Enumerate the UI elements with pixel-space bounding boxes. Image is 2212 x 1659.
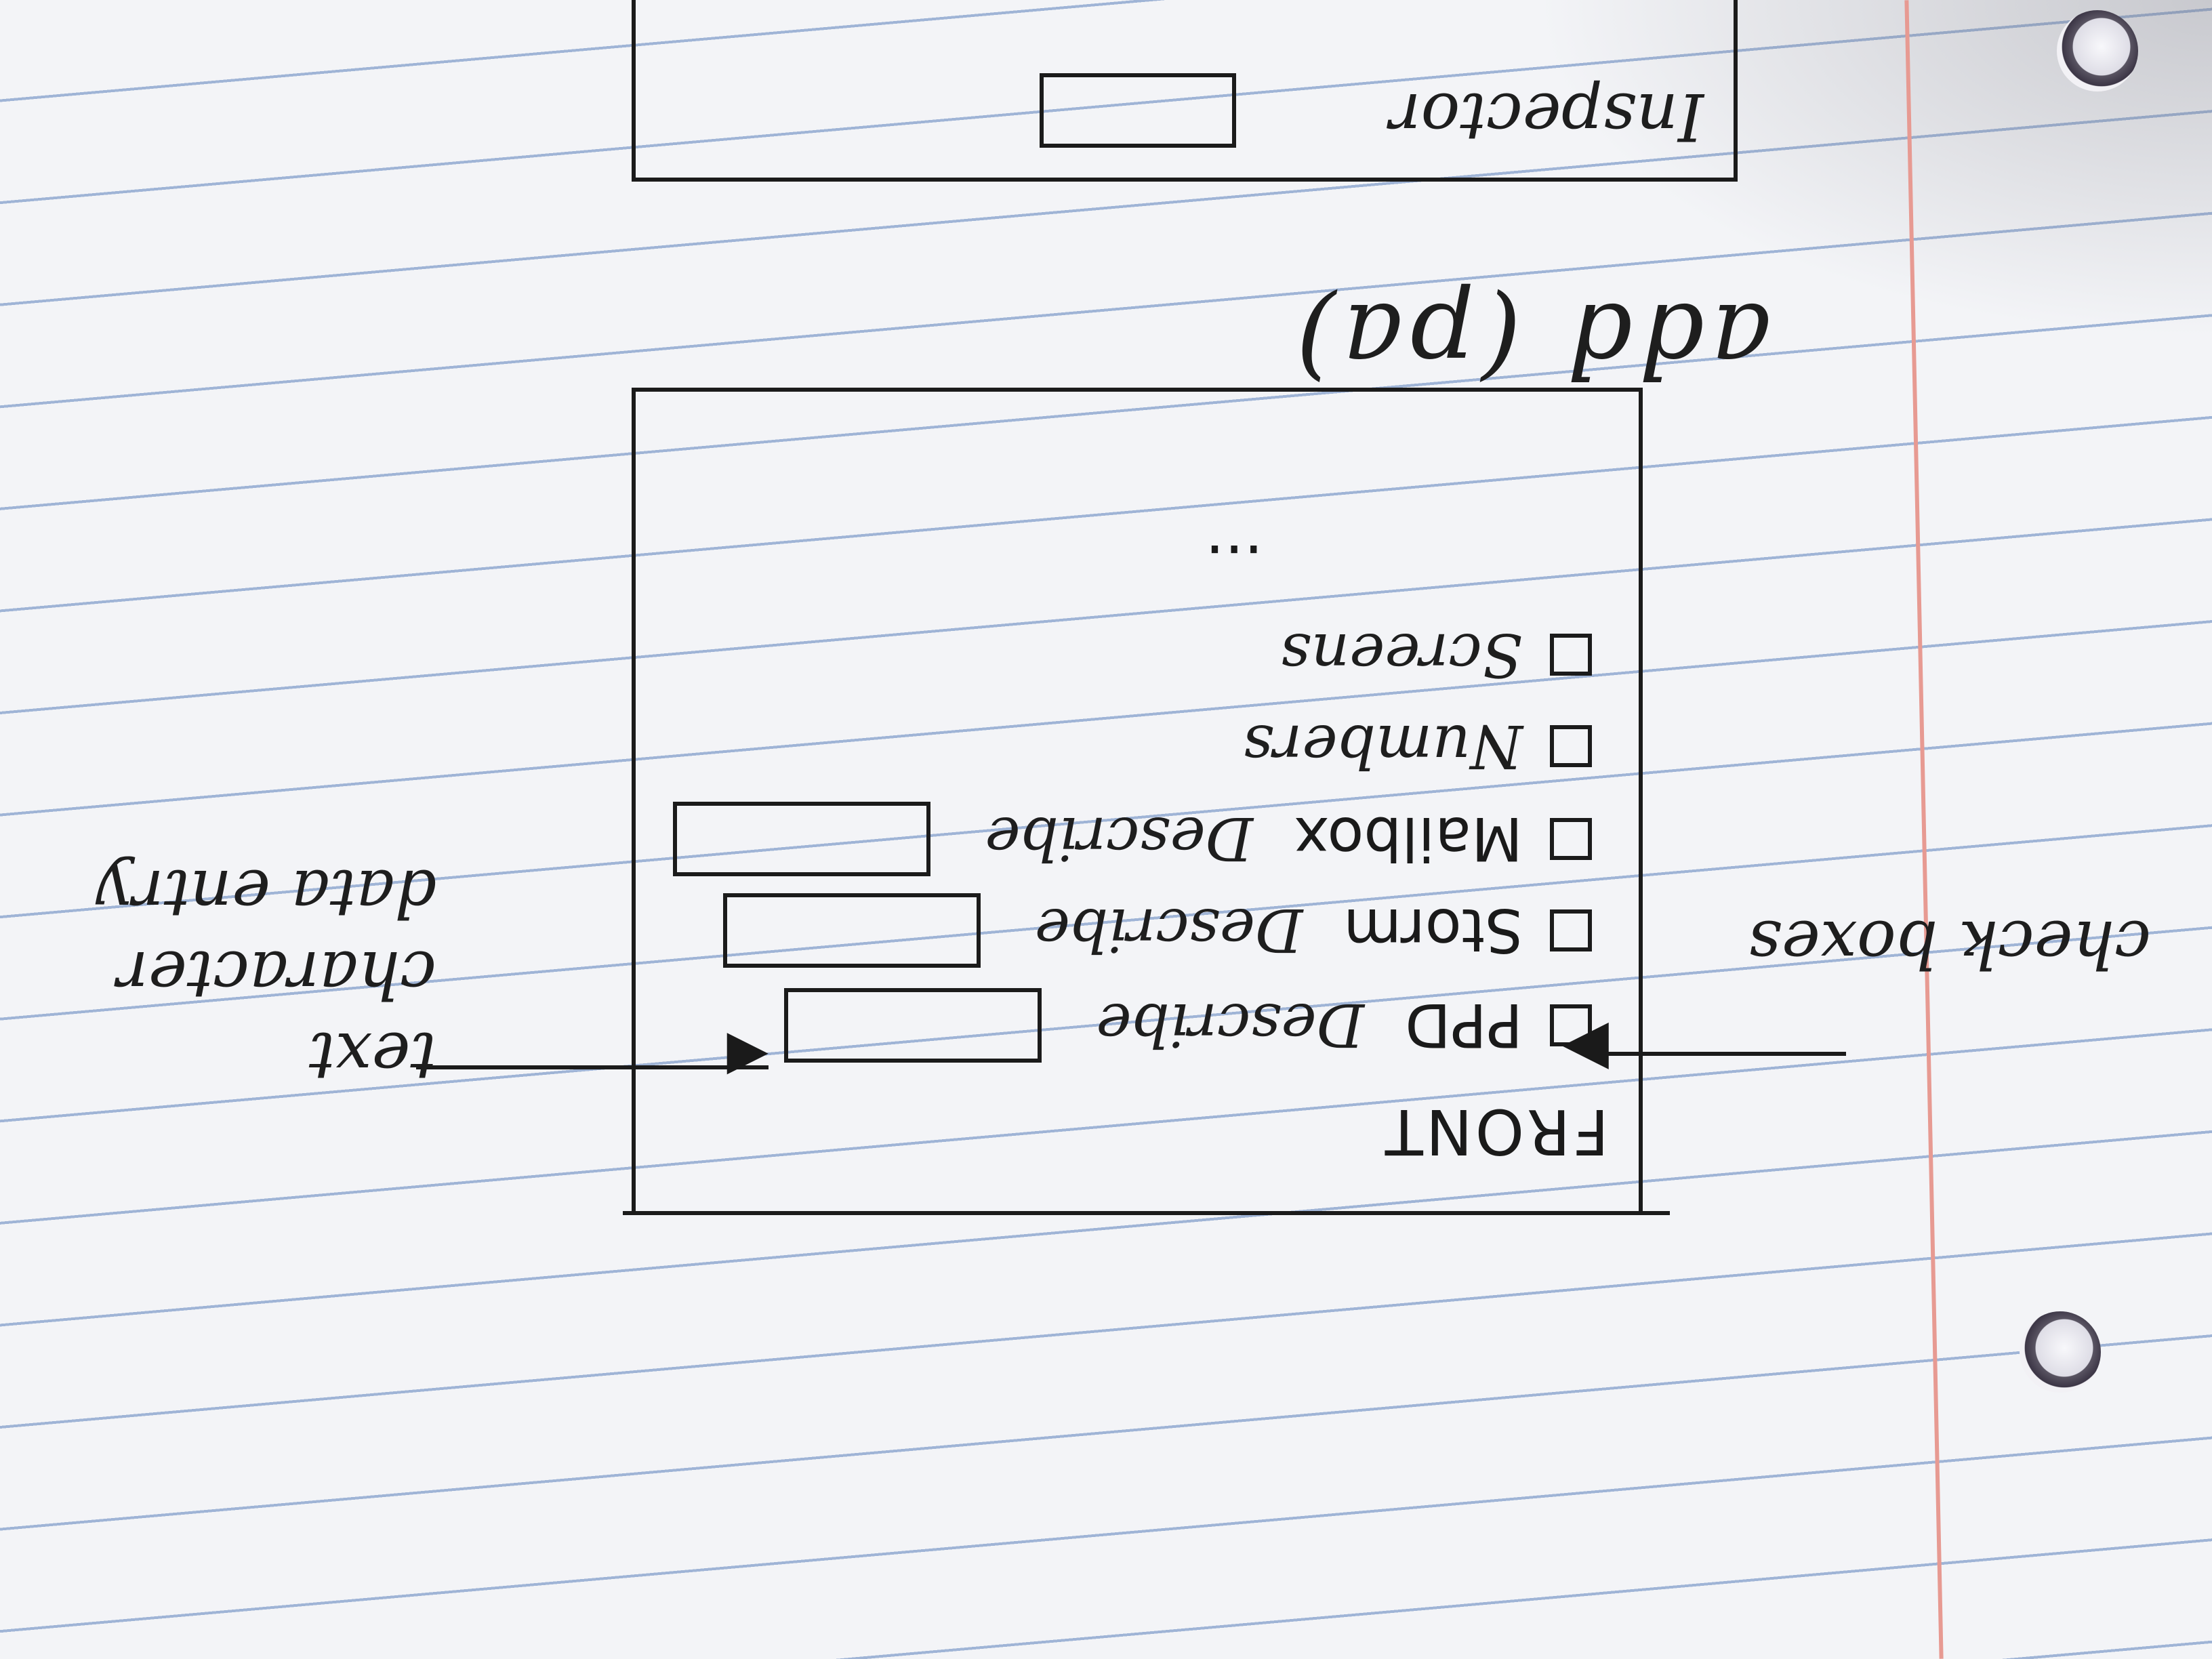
annotation-arrow-checkbox-shaft (1589, 1052, 1846, 1056)
checkbox-row-storm[interactable]: Storm Describe (722, 893, 1592, 968)
punch-hole-middle (2020, 1311, 2101, 1393)
checkbox-row-mailbox[interactable]: Mailbox Describe (673, 802, 1592, 876)
add-label: add (pa) (1289, 281, 1771, 398)
inspector-label: Inspector (1389, 79, 1704, 155)
arrow-left-icon: ◀ (726, 1027, 769, 1090)
punch-hole-top (2057, 10, 2138, 91)
front-screen-card (632, 388, 1643, 1212)
row-label: Screens (1280, 620, 1523, 690)
annotation-checkboxes: check boxes (1748, 906, 2151, 982)
text-entry-field[interactable] (784, 988, 1042, 1063)
row-label: Storm (1343, 895, 1523, 966)
checkbox-row-ppd[interactable]: PPD Describe (784, 988, 1592, 1063)
screen-title: FRONT (1382, 1095, 1609, 1168)
field-text: Describe (1096, 990, 1365, 1061)
text-entry-field[interactable] (673, 802, 931, 876)
checkbox[interactable] (1550, 818, 1592, 860)
text-entry-field[interactable] (722, 893, 981, 968)
row-label: Numbers (1243, 712, 1523, 781)
checkbox-row-numbers[interactable]: Numbers (1202, 712, 1592, 781)
checkbox[interactable] (1550, 909, 1592, 951)
annotation-arrow-text-shaft (416, 1065, 769, 1069)
inspector-text-field[interactable] (1040, 73, 1236, 148)
field-text: Describe (985, 804, 1254, 874)
more-items-ellipsis: ... (1205, 531, 1263, 602)
checkbox[interactable] (1550, 634, 1592, 676)
checkbox-row-screens[interactable]: Screens (1240, 620, 1592, 690)
row-label: PPD (1405, 990, 1523, 1061)
annotation-text-entry: text character data entry (96, 855, 436, 1094)
row-label: Mailbox (1294, 804, 1523, 874)
checkbox[interactable] (1550, 725, 1592, 768)
arrow-right-icon: ▶ (1561, 1015, 1609, 1086)
field-text: Describe (1034, 895, 1303, 966)
